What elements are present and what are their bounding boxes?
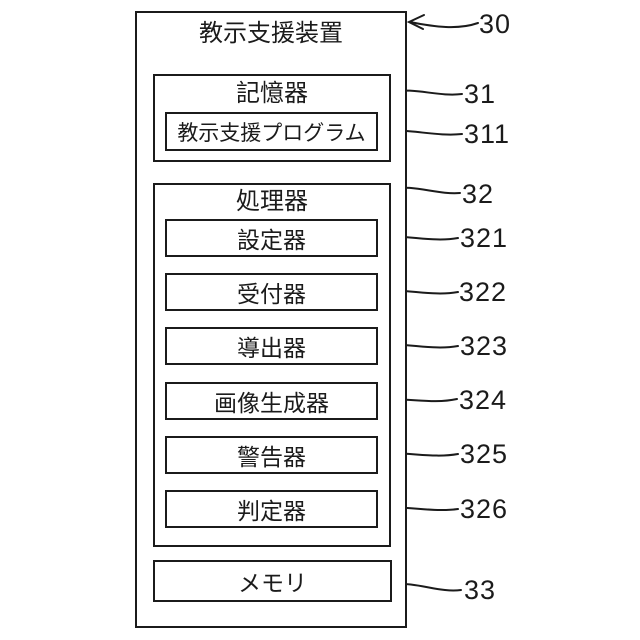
program-box: 教示支援プログラム bbox=[165, 112, 378, 151]
ref-321: 321 bbox=[460, 223, 509, 253]
unit-label-setter: 設定器 bbox=[237, 227, 306, 253]
unit-box-image-generator: 画像生成器 bbox=[165, 382, 378, 420]
unit-label-determiner: 判定器 bbox=[237, 498, 306, 524]
ref-311: 311 bbox=[464, 119, 511, 149]
ref-32: 32 bbox=[462, 179, 495, 209]
program-label: 教示支援プログラム bbox=[177, 121, 366, 145]
unit-label-deriver: 導出器 bbox=[237, 335, 306, 361]
unit-label-image-generator: 画像生成器 bbox=[214, 390, 329, 416]
unit-label-receiver: 受付器 bbox=[237, 281, 306, 307]
processor-title: 処理器 bbox=[236, 188, 308, 215]
unit-box-setter: 設定器 bbox=[165, 219, 378, 257]
unit-box-determiner: 判定器 bbox=[165, 490, 378, 528]
ref-322: 322 bbox=[459, 277, 508, 307]
ref-324: 324 bbox=[459, 385, 508, 415]
ref-323: 323 bbox=[460, 331, 509, 361]
arrow-30-head bbox=[406, 14, 425, 30]
ref-326: 326 bbox=[460, 494, 509, 524]
ref-30: 30 bbox=[479, 9, 512, 39]
arrow-30-shaft bbox=[409, 21, 479, 29]
memory-box: メモリ bbox=[153, 560, 392, 602]
device-title: 教示支援装置 bbox=[199, 20, 343, 47]
unit-box-receiver: 受付器 bbox=[165, 273, 378, 311]
ref-325: 325 bbox=[460, 439, 509, 469]
storage-title: 記憶器 bbox=[236, 80, 308, 107]
unit-label-warner: 警告器 bbox=[237, 444, 306, 470]
ref-33: 33 bbox=[464, 575, 497, 605]
unit-box-deriver: 導出器 bbox=[165, 327, 378, 365]
ref-31: 31 bbox=[464, 79, 497, 109]
memory-label: メモリ bbox=[238, 570, 307, 596]
unit-box-warner: 警告器 bbox=[165, 436, 378, 474]
